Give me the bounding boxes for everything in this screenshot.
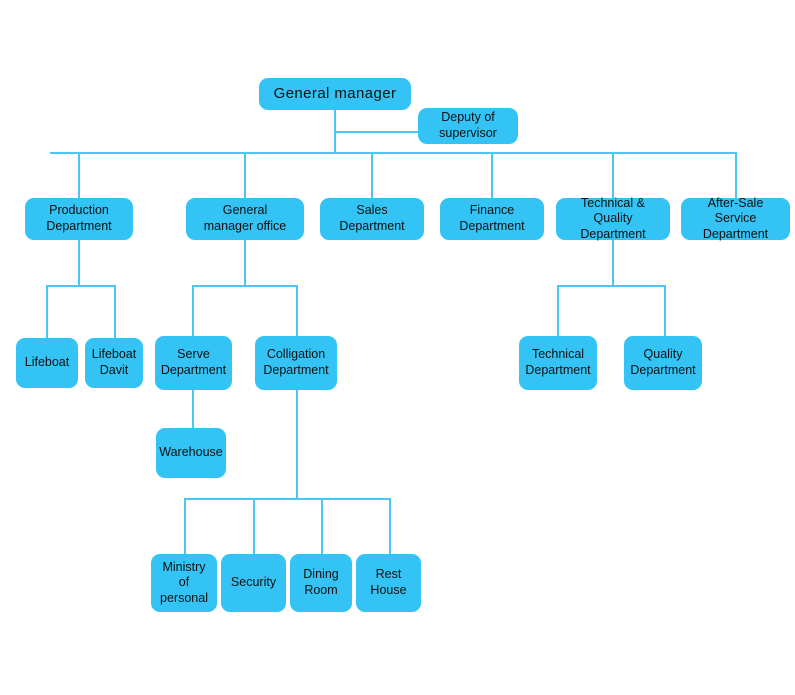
node-finance-department[interactable]: Finance Department bbox=[440, 198, 544, 240]
connector-drop-finance bbox=[491, 152, 493, 198]
connector-production-bus bbox=[46, 285, 115, 287]
node-general-manager-office[interactable]: General manager office bbox=[186, 198, 304, 240]
node-technical-quality-department[interactable]: Technical & Quality Department bbox=[556, 196, 670, 241]
connector-gm-to-deputy bbox=[334, 131, 418, 133]
connector-bottom-bus bbox=[184, 498, 389, 500]
node-warehouse[interactable]: Warehouse bbox=[156, 428, 226, 478]
connector-drop-lifeboat bbox=[46, 285, 48, 338]
connector-serve-to-warehouse bbox=[192, 390, 194, 428]
node-rest-house[interactable]: Rest House bbox=[356, 554, 421, 612]
connector-drop-dining bbox=[321, 498, 323, 554]
connector-gm-office-bus bbox=[192, 285, 296, 287]
node-security[interactable]: Security bbox=[221, 554, 286, 612]
connector-drop-tech-quality bbox=[612, 152, 614, 198]
node-production-department[interactable]: Production Department bbox=[25, 198, 133, 240]
connector-production-stem bbox=[78, 240, 80, 285]
connector-drop-gm-office bbox=[244, 152, 246, 198]
node-dining-room[interactable]: Dining Room bbox=[290, 554, 352, 612]
connector-drop-sales bbox=[371, 152, 373, 198]
node-general-manager[interactable]: General manager bbox=[259, 78, 411, 110]
node-lifeboat[interactable]: Lifeboat bbox=[16, 338, 78, 388]
connector-tech-quality-stem bbox=[612, 240, 614, 285]
node-deputy-of-supervisor[interactable]: Deputy of supervisor bbox=[418, 108, 518, 144]
node-lifeboat-davit[interactable]: Lifeboat Davit bbox=[85, 338, 143, 388]
node-colligation-department[interactable]: Colligation Department bbox=[255, 336, 337, 390]
connector-tech-quality-bus bbox=[557, 285, 664, 287]
node-after-sale-service-department[interactable]: After-Sale Service Department bbox=[681, 196, 790, 241]
node-quality-department[interactable]: Quality Department bbox=[624, 336, 702, 390]
node-sales-department[interactable]: Sales Department bbox=[320, 198, 424, 240]
connector-drop-rest-house bbox=[389, 498, 391, 554]
connector-colligation-stem bbox=[296, 390, 298, 498]
node-technical-department[interactable]: Technical Department bbox=[519, 336, 597, 390]
connector-drop-technical bbox=[557, 285, 559, 336]
connector-level1-bus bbox=[50, 152, 735, 154]
node-ministry-of-personal[interactable]: Ministry of personal bbox=[151, 554, 217, 612]
connector-drop-security bbox=[253, 498, 255, 554]
connector-drop-production bbox=[78, 152, 80, 198]
connector-drop-lifeboat-davit bbox=[114, 285, 116, 338]
connector-drop-colligation bbox=[296, 285, 298, 336]
connector-drop-serve bbox=[192, 285, 194, 336]
connector-gm-office-stem bbox=[244, 240, 246, 285]
node-serve-department[interactable]: Serve Department bbox=[155, 336, 232, 390]
connector-drop-quality bbox=[664, 285, 666, 336]
connector-drop-after-sale bbox=[735, 152, 737, 198]
connector-drop-ministry bbox=[184, 498, 186, 554]
